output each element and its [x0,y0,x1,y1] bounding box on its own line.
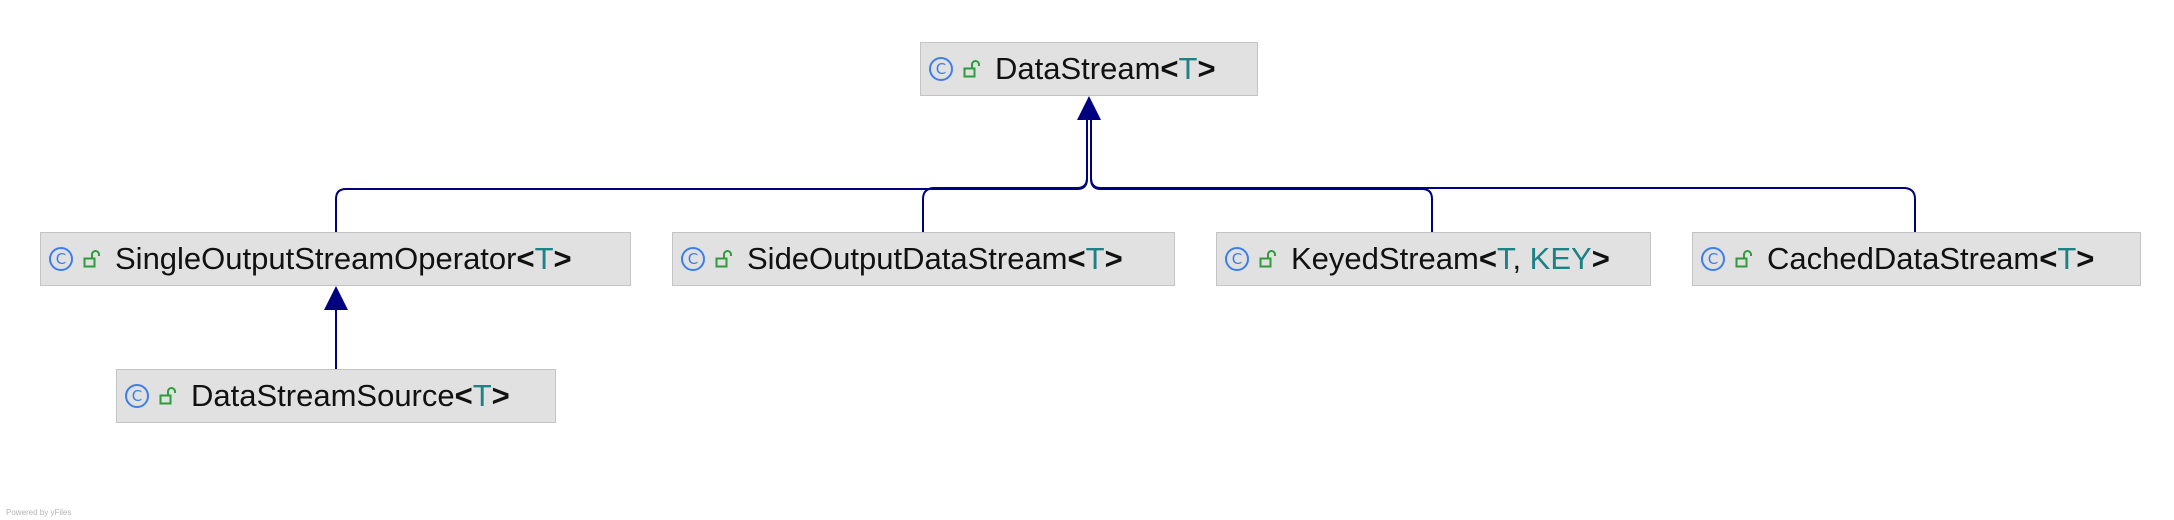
class-node-datastreamsource[interactable]: C DataStreamSource<T> [116,369,556,423]
class-icon: C [929,57,953,81]
unlocked-icon [1735,250,1752,268]
edge-keyed-to-datastream [1090,114,1433,232]
class-icon: C [49,247,73,271]
class-name: CachedDataStream [1767,241,2040,276]
unlocked-icon [963,60,980,78]
class-icon: C [1701,247,1725,271]
class-node-sideoutputdatastream[interactable]: C SideOutputDataStream<T> [672,232,1175,286]
inheritance-arrowhead-singleoutput [324,286,348,310]
inheritance-arrowhead-datastream [1077,96,1101,120]
class-node-datastream[interactable]: C DataStream<T> [920,42,1258,96]
class-name-label: KeyedStream<T, KEY> [1291,241,1610,276]
edge-cached-to-datastream [1090,177,1916,232]
class-name-label: DataStream<T> [995,51,1216,86]
footer-credit: Powered by yFiles [6,508,72,517]
class-node-singleoutputstreamoperator[interactable]: C SingleOutputStreamOperator<T> [40,232,631,286]
type-parameter: T [534,241,554,276]
class-name-label: SideOutputDataStream<T> [747,241,1123,276]
unlocked-icon [159,387,176,405]
class-name-label: SingleOutputStreamOperator<T> [115,241,572,276]
class-icon: C [125,384,149,408]
type-parameter: T [1085,241,1105,276]
type-parameter: T [1496,241,1513,276]
class-node-keyedstream[interactable]: C KeyedStream<T, KEY> [1216,232,1651,286]
unlocked-icon [1259,250,1276,268]
edge-sideoutput-to-datastream [922,177,1088,232]
type-parameter: T [2057,241,2077,276]
class-name: SingleOutputStreamOperator [115,241,517,276]
unlocked-icon [715,250,732,268]
class-name-label: DataStreamSource<T> [191,378,510,413]
class-icon: C [1225,247,1249,271]
type-parameter: T [472,378,492,413]
class-name: DataStreamSource [191,378,455,413]
class-name-label: CachedDataStream<T> [1767,241,2095,276]
class-icon: C [681,247,705,271]
class-node-cacheddatastream[interactable]: C CachedDataStream<T> [1692,232,2141,286]
type-parameter: KEY [1529,241,1592,276]
type-parameter: T [1178,51,1198,86]
edge-singleoutput-to-datastream [335,114,1088,232]
class-name: SideOutputDataStream [747,241,1068,276]
unlocked-icon [83,250,100,268]
class-name: KeyedStream [1291,241,1479,276]
class-name: DataStream [995,51,1161,86]
